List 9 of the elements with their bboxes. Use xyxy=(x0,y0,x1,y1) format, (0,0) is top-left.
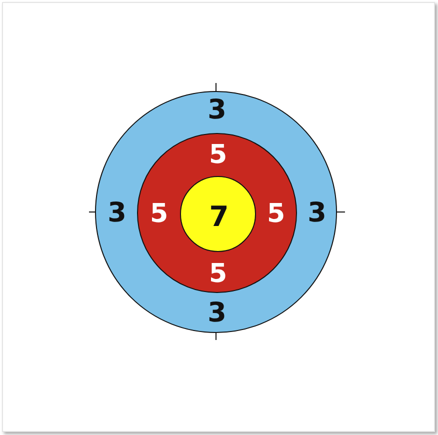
score-number: 5 xyxy=(208,261,228,287)
score-number: 5 xyxy=(266,201,286,227)
score-number: 3 xyxy=(208,96,226,124)
score-number: 5 xyxy=(150,201,168,227)
score-number: 3 xyxy=(108,200,126,226)
score-number: 3 xyxy=(208,300,226,326)
score-number: 5 xyxy=(208,142,228,168)
score-number: 7 xyxy=(209,203,229,231)
score-number: 3 xyxy=(308,200,326,226)
